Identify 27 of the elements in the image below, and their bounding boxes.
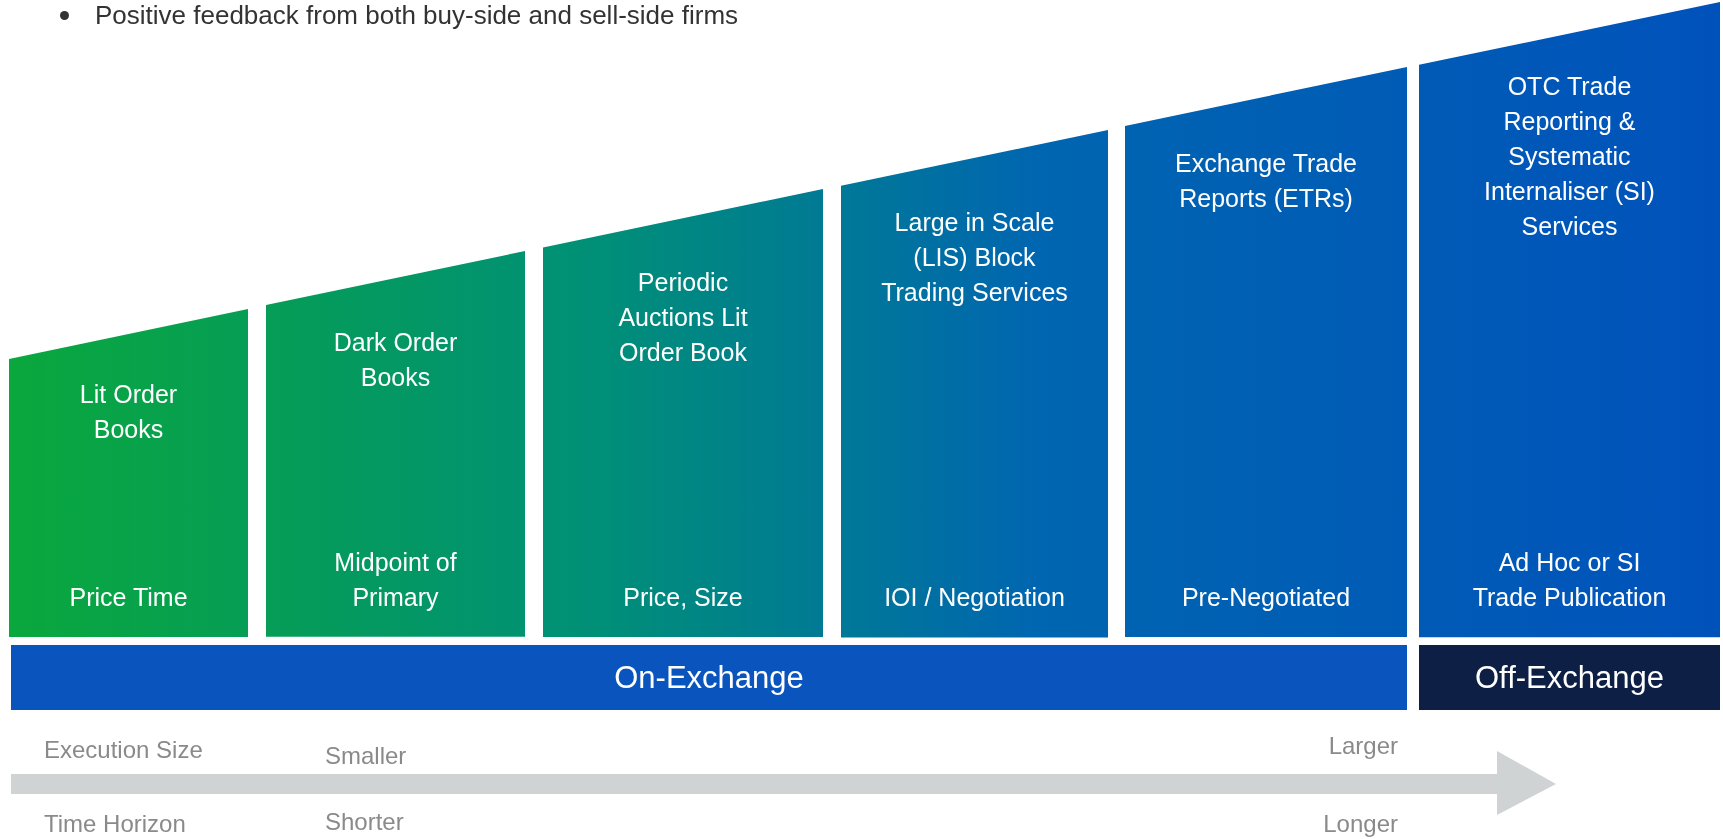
axis-label: Shorter xyxy=(325,808,404,836)
column-title: Large in Scale (LIS) Block Trading Services xyxy=(880,207,1069,309)
axis-label: Longer xyxy=(1323,810,1398,838)
column-title: Periodic Auctions Lit Order Book xyxy=(617,267,749,369)
venue-column xyxy=(1125,67,1407,637)
axis-label: Smaller xyxy=(325,742,407,770)
column-title: Exchange Trade Reports (ETRs) xyxy=(1173,147,1359,214)
venue-column xyxy=(9,309,248,637)
column-subtitle: Ad Hoc or SI Trade Publication xyxy=(1471,547,1668,613)
category-band: Off-Exchange xyxy=(1419,645,1720,710)
venue-column xyxy=(1419,1,1720,637)
category-band: On-Exchange xyxy=(11,645,1407,710)
column-subtitle: Pre-Negotiated xyxy=(1180,582,1352,613)
column-subtitle: Price, Size xyxy=(622,582,744,613)
column-subtitle: Midpoint of Primary xyxy=(333,547,458,613)
venue-column xyxy=(266,251,525,637)
note-text: Positive feedback from both buy-side and sell-side firms xyxy=(95,0,739,31)
venue-column xyxy=(543,189,823,637)
column-title: Dark Order Books xyxy=(332,327,459,394)
column-title: Lit Order Books xyxy=(78,379,179,445)
column-title: OTC Trade Reporting & Systematic Internaliser (SI) Services xyxy=(1483,70,1656,242)
axis-label: Larger xyxy=(1328,732,1398,760)
venue-column xyxy=(841,129,1108,637)
axis-label: Execution Size xyxy=(44,736,203,764)
column-subtitle: IOI / Negotiation xyxy=(883,582,1066,613)
axis-label: Time Horizon xyxy=(44,810,186,838)
column-subtitle: Price Time xyxy=(68,582,189,613)
